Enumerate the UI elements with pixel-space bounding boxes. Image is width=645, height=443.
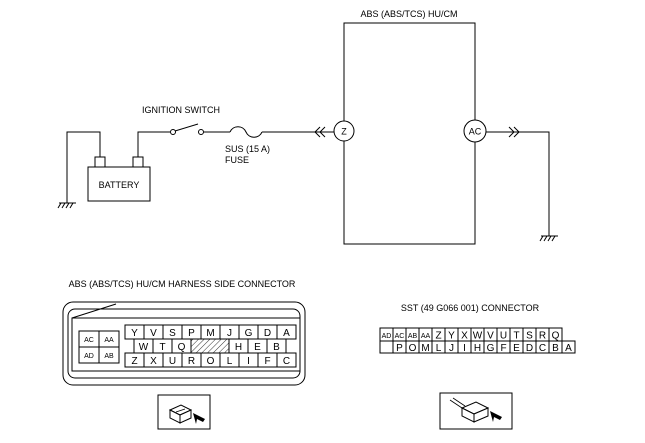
sst-row1-cells <box>379 327 563 342</box>
left-ground-wire <box>66 131 101 203</box>
harness-pin-b: B <box>273 342 280 353</box>
harness-connector-body <box>62 301 306 386</box>
harness-pin-d: D <box>264 328 271 339</box>
harness-pin-f: F <box>264 356 270 367</box>
harness-pin-c: C <box>283 356 290 367</box>
terminal-ac <box>463 119 487 143</box>
sst-pin-g: G <box>487 343 495 354</box>
harness-pin-l: L <box>227 356 233 367</box>
right-ground-symbol <box>539 235 558 242</box>
sst-pin-o: O <box>409 343 417 354</box>
sst-pin-j: J <box>449 343 454 354</box>
sst-pin-x: X <box>461 331 468 342</box>
sst-pin-t: T <box>513 331 519 342</box>
battery-to-switch-wire <box>137 131 170 157</box>
harness-pin-p: P <box>188 328 195 339</box>
harness-pin-i: I <box>247 356 250 367</box>
terminal-ac-label: AC <box>469 127 482 137</box>
battery-box <box>87 166 151 202</box>
sst-view-icon <box>439 392 513 430</box>
sst-pin-a: A <box>565 343 572 354</box>
sst-pin-aa: AA <box>421 333 431 340</box>
harness-pin-m: M <box>206 328 214 339</box>
sst-row2-labels: P O M L J I H G F E D C B A <box>396 343 572 354</box>
harness-pin-q: Q <box>178 342 186 353</box>
harness-pin-w: W <box>139 342 149 353</box>
sst-pin-m: M <box>421 343 429 354</box>
sst-pin-u: U <box>500 331 507 342</box>
harness-pin-t: T <box>159 342 165 353</box>
sst-pin-ab: AB <box>408 333 418 340</box>
harness-pin-s: S <box>169 328 176 339</box>
harness-pin-ac: AC <box>84 337 94 344</box>
sst-pin-b: B <box>552 343 559 354</box>
sst-pin-p: P <box>396 343 403 354</box>
fuse-label-line2: FUSE <box>225 155 249 165</box>
harness-pin-ad: AD <box>84 353 94 360</box>
terminal-z <box>333 120 355 142</box>
ac-to-ground-wire <box>486 131 550 236</box>
ac-connector-chevrons <box>508 126 520 138</box>
sst-pin-f: F <box>500 343 506 354</box>
harness-view-icon <box>157 394 211 430</box>
harness-pin-r: R <box>188 356 195 367</box>
harness-row3-cells <box>124 352 297 368</box>
ignition-switch-symbol <box>170 123 204 135</box>
harness-row2-cells <box>133 338 287 354</box>
harness-connector-title: ABS (ABS/TCS) HU/CM HARNESS SIDE CONNECT… <box>69 279 296 289</box>
sst-pin-q: Q <box>552 331 560 342</box>
sst-pin-d: D <box>526 343 533 354</box>
battery-terminal-positive <box>132 156 144 168</box>
left-ground-symbol <box>57 202 76 209</box>
sst-pin-h: H <box>474 343 481 354</box>
harness-pin-u: U <box>169 356 176 367</box>
z-connector-chevrons <box>314 126 326 138</box>
battery-label: BATTERY <box>99 180 140 190</box>
harness-pin-e: E <box>254 342 261 353</box>
harness-pin-a: A <box>283 328 290 339</box>
sst-pin-ac: AC <box>395 333 405 340</box>
sst-pin-y: Y <box>448 331 455 342</box>
sst-pin-z: Z <box>435 331 441 342</box>
sst-row2-cells <box>379 340 576 354</box>
harness-pin-ab: AB <box>104 353 114 360</box>
harness-left-block <box>78 330 120 364</box>
sst-pin-v: V <box>487 331 494 342</box>
harness-pin-h: H <box>235 342 242 353</box>
sst-pin-r: R <box>539 331 546 342</box>
sst-pin-i: I <box>463 343 466 354</box>
module-label: ABS (ABS/TCS) HU/CM <box>360 9 457 19</box>
sst-row1-labels: AD AC AB AA Z Y X W V U T S R Q <box>382 331 560 342</box>
terminal-z-label: Z <box>341 127 347 137</box>
harness-pin-j: J <box>227 328 232 339</box>
sst-pin-s: S <box>526 331 533 342</box>
fuse-symbol <box>229 126 263 138</box>
harness-pin-o: O <box>207 356 215 367</box>
module-box <box>343 22 476 245</box>
sst-pin-e: E <box>513 343 520 354</box>
sst-pin-l: L <box>436 343 442 354</box>
sst-pin-w: W <box>473 331 483 342</box>
harness-pin-y: Y <box>131 328 138 339</box>
sst-connector-title: SST (49 G066 001) CONNECTOR <box>401 303 540 313</box>
harness-pin-aa: AA <box>104 337 114 344</box>
harness-pin-z: Z <box>131 356 137 367</box>
sst-pin-c: C <box>539 343 546 354</box>
fuse-label-line1: SUS (15 A) <box>225 144 270 154</box>
sst-pin-ad: AD <box>382 333 392 340</box>
harness-pin-g: G <box>245 328 253 339</box>
harness-row1-cells <box>124 324 297 340</box>
harness-pin-v: V <box>150 328 157 339</box>
ignition-switch-label: IGNITION SWITCH <box>142 105 220 115</box>
battery-terminal-negative <box>94 156 106 168</box>
harness-pin-x: X <box>150 356 157 367</box>
